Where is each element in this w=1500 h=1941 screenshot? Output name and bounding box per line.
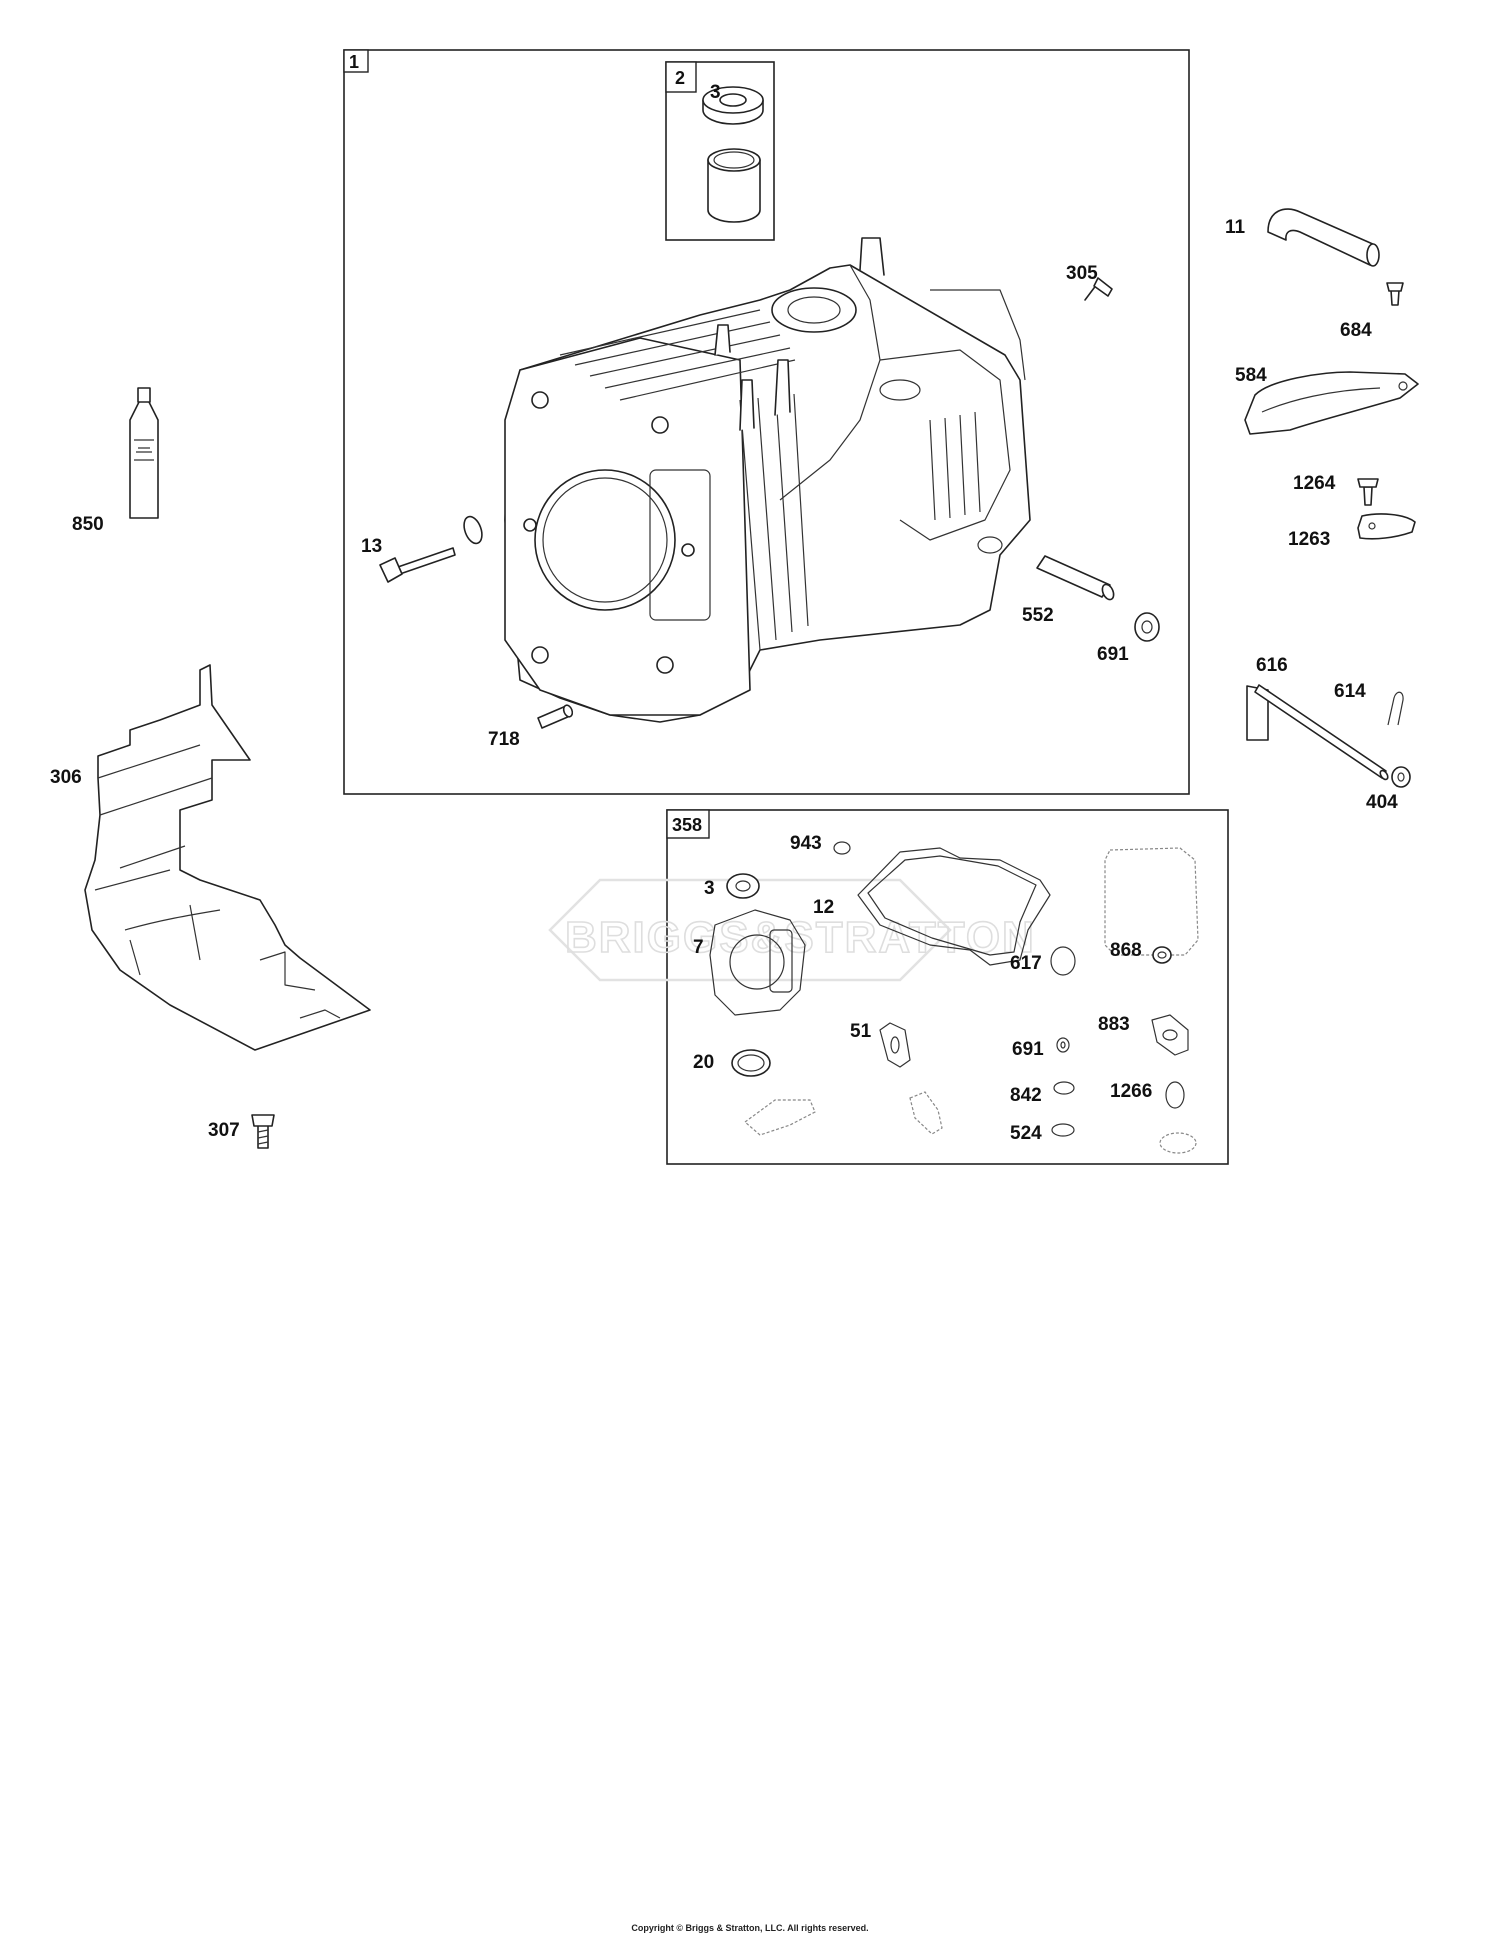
shaft-616-part[interactable] xyxy=(1246,684,1389,781)
box-358-label[interactable]: 358 xyxy=(672,815,702,835)
callout-3-box2[interactable]: 3 xyxy=(710,82,721,103)
callout-943[interactable]: 943 xyxy=(790,833,822,854)
callout-11[interactable]: 11 xyxy=(1225,217,1246,238)
callout-691-box358[interactable]: 691 xyxy=(1012,1039,1044,1060)
gasket-12-part[interactable] xyxy=(857,847,1051,966)
bearing-seal-part[interactable] xyxy=(702,86,764,125)
oil-seal-3-part[interactable] xyxy=(726,873,760,899)
callout-13[interactable]: 13 xyxy=(361,536,382,557)
callout-842[interactable]: 842 xyxy=(1010,1085,1042,1106)
assembly-box-1 xyxy=(343,49,1190,795)
callout-3-box358[interactable]: 3 xyxy=(704,878,715,899)
clip-614-part[interactable] xyxy=(1387,691,1404,726)
callout-850[interactable]: 850 xyxy=(72,514,104,535)
callout-584[interactable]: 584 xyxy=(1235,365,1267,386)
sealant-tube-850-part[interactable] xyxy=(129,387,159,519)
exhaust-gasket-part[interactable] xyxy=(909,1091,943,1135)
bushing-868-part[interactable] xyxy=(1152,946,1172,964)
callout-404[interactable]: 404 xyxy=(1366,792,1398,813)
callout-718[interactable]: 718 xyxy=(488,729,520,750)
callout-617[interactable]: 617 xyxy=(1010,953,1042,974)
callout-1266[interactable]: 1266 xyxy=(1110,1081,1152,1102)
assembly-box-2 xyxy=(665,61,775,241)
callout-305[interactable]: 305 xyxy=(1066,263,1098,284)
callout-7[interactable]: 7 xyxy=(693,937,704,958)
briggs-watermark: BRIGGS&STRATTON xyxy=(548,878,1036,982)
cylinder-block-part[interactable] xyxy=(504,237,1031,723)
gasket-51-part[interactable] xyxy=(879,1022,911,1068)
screw-1264-part[interactable] xyxy=(1357,478,1379,506)
callout-20[interactable]: 20 xyxy=(693,1052,714,1073)
breather-cover-584-part[interactable] xyxy=(1244,371,1419,435)
oring-extra-part[interactable] xyxy=(1159,1132,1197,1154)
oring-943-part[interactable] xyxy=(833,841,851,855)
pin-718-part[interactable] xyxy=(537,704,574,729)
air-guide-306-part[interactable] xyxy=(84,664,371,1051)
head-gasket-7-part[interactable] xyxy=(709,909,806,1016)
gasket-set-box-358 xyxy=(666,809,1229,1165)
box-1-label[interactable]: 1 xyxy=(349,52,359,72)
copyright-notice: Copyright © Briggs & Stratton, LLC. All … xyxy=(631,1923,869,1933)
watermark-text: BRIGGS&STRATTON xyxy=(565,913,1036,962)
callout-306[interactable]: 306 xyxy=(50,767,82,788)
oring-1266-part[interactable] xyxy=(1165,1081,1185,1109)
callout-691-box1[interactable]: 691 xyxy=(1097,644,1129,665)
washer-691-part[interactable] xyxy=(1056,1037,1070,1053)
callout-614[interactable]: 614 xyxy=(1334,681,1366,702)
gasket-883-part[interactable] xyxy=(1151,1014,1189,1056)
callout-12[interactable]: 12 xyxy=(813,897,834,918)
bolt-305-part[interactable] xyxy=(1084,277,1113,301)
screw-307-part[interactable] xyxy=(251,1114,275,1149)
washer-404-part[interactable] xyxy=(1391,766,1411,788)
bushing-sleeve-part[interactable] xyxy=(707,148,761,223)
plate-1263-part[interactable] xyxy=(1357,513,1416,540)
bolt-13-part[interactable] xyxy=(379,514,485,583)
callout-1263[interactable]: 1263 xyxy=(1288,529,1330,550)
oring-842-part[interactable] xyxy=(1053,1081,1075,1095)
rocker-cover-gasket-part[interactable] xyxy=(1104,847,1199,956)
seal-691-part[interactable] xyxy=(1134,612,1160,642)
callout-616[interactable]: 616 xyxy=(1256,655,1288,676)
callout-524[interactable]: 524 xyxy=(1010,1123,1042,1144)
intake-gasket-part[interactable] xyxy=(744,1099,816,1136)
seal-20-part[interactable] xyxy=(731,1049,771,1077)
breather-tube-11-part[interactable] xyxy=(1267,208,1380,267)
callout-684[interactable]: 684 xyxy=(1340,320,1372,341)
callout-883[interactable]: 883 xyxy=(1098,1014,1130,1035)
callout-51[interactable]: 51 xyxy=(850,1021,872,1042)
callout-868[interactable]: 868 xyxy=(1110,940,1142,961)
tube-552-part[interactable] xyxy=(1036,555,1116,601)
screw-684-part[interactable] xyxy=(1386,282,1404,306)
oring-617-part[interactable] xyxy=(1050,946,1076,976)
oring-524-part[interactable] xyxy=(1051,1123,1075,1137)
callout-1264[interactable]: 1264 xyxy=(1293,473,1336,494)
callout-307[interactable]: 307 xyxy=(208,1120,240,1141)
callout-552[interactable]: 552 xyxy=(1022,605,1054,626)
box-2-label[interactable]: 2 xyxy=(675,68,685,88)
